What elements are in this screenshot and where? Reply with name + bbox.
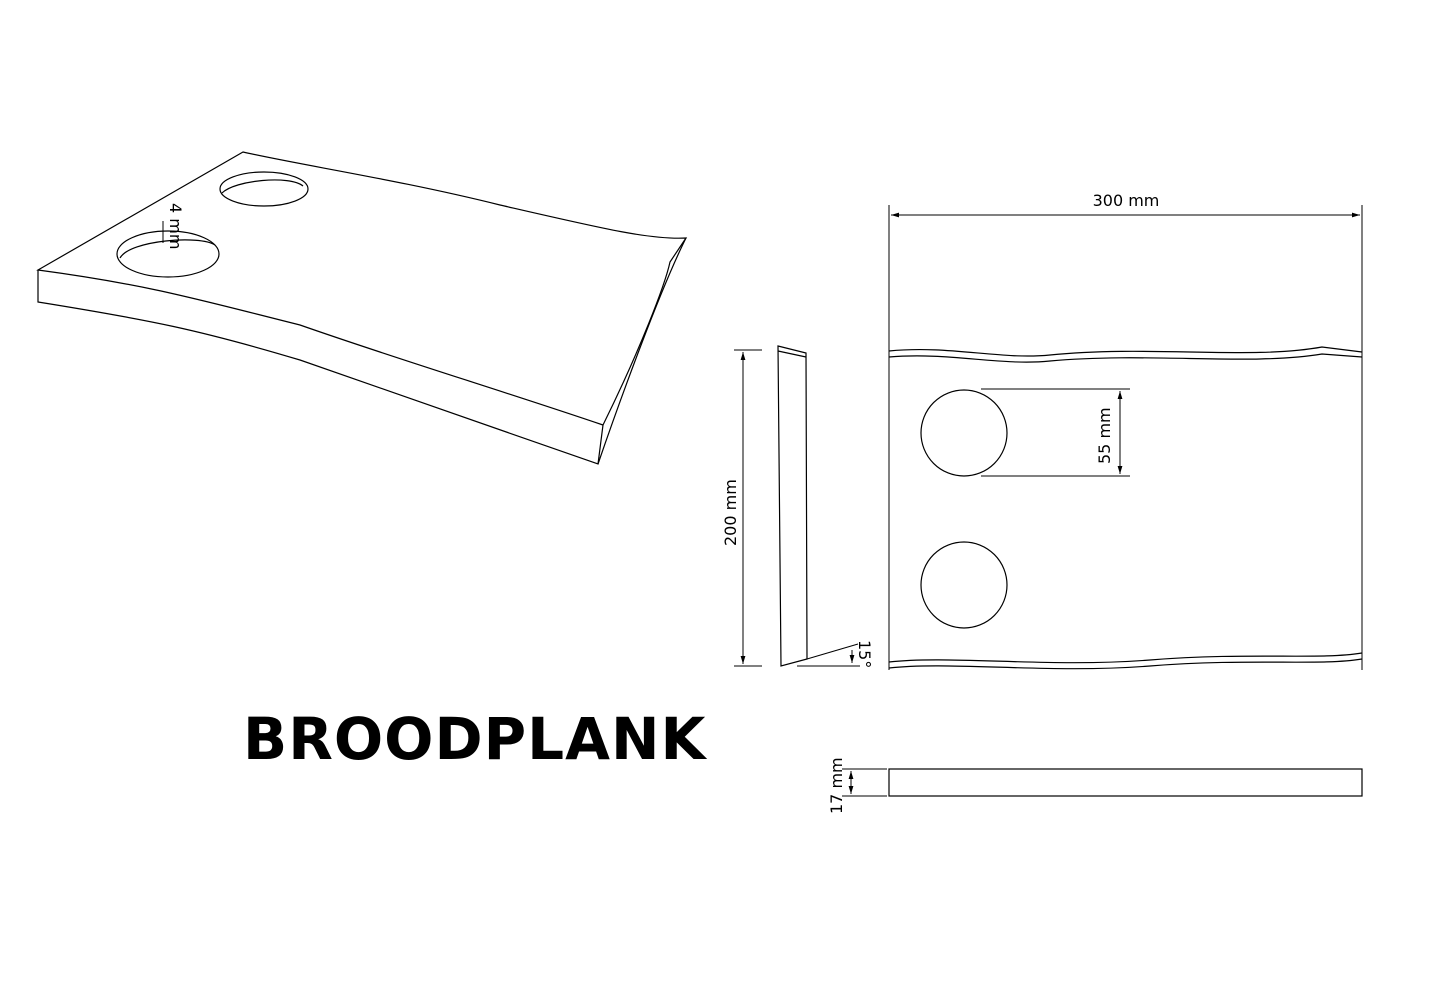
iso-hole-front (116, 230, 220, 278)
iso-front-face (37, 270, 604, 465)
top-view: 300 mm 55 mm (888, 191, 1363, 670)
plank-edge (888, 768, 1363, 797)
side-view: 200 mm 15° (721, 345, 874, 668)
height-label: 200 mm (721, 479, 740, 546)
iso-top-face (36, 151, 688, 426)
iso-hole-back (219, 171, 309, 207)
thickness-label: 17 mm (827, 757, 846, 814)
width-label: 300 mm (1093, 191, 1160, 210)
isometric-view: 4 mm (36, 151, 688, 465)
hole-2 (920, 541, 1008, 629)
hole-diameter-label: 55 mm (1095, 407, 1114, 464)
bevel-angle-label: 15° (855, 640, 874, 668)
hole-1 (920, 389, 1008, 477)
front-view: 17 mm (827, 757, 1363, 814)
drawing-title: BROODPLANK (243, 705, 707, 773)
iso-right-face (597, 237, 687, 465)
hole-depth-label: 4 mm (166, 203, 185, 249)
